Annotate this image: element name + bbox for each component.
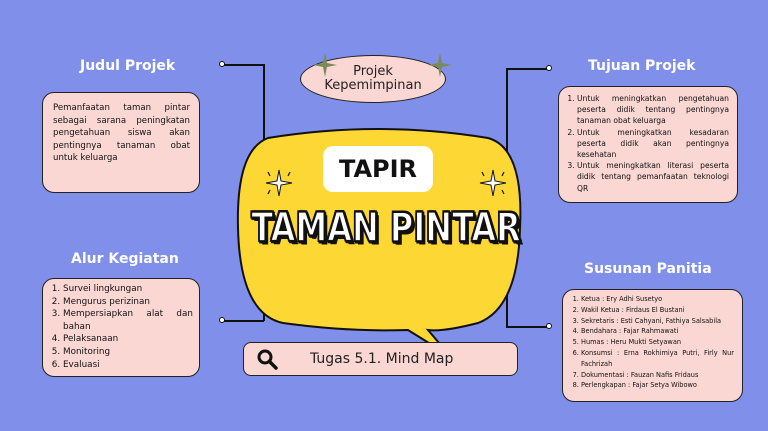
alur-list: Survei lingkungan Mengurus perizinan Mem…: [51, 283, 193, 371]
list-item: Wakil Ketua : Firdaus El Bustani: [581, 305, 734, 316]
sparkle-icon: [428, 53, 452, 77]
list-item: Evaluasi: [63, 359, 193, 372]
connector-dot-judul: [219, 61, 225, 67]
list-item: Mengurus perizinan: [63, 296, 193, 309]
speech-bubble: [236, 128, 522, 357]
list-item: Ketua : Ery Adhi Susetyo: [581, 294, 734, 305]
panitia-list: Ketua : Ery Adhi Susetyo Wakil Ketua : F…: [569, 294, 734, 391]
list-item: Dokumentasi : Fauzan Nafis Fridaus: [581, 370, 734, 381]
list-item: Humas : Heru Mukti Setyawan: [581, 337, 734, 348]
sparkle-icon: [265, 169, 293, 197]
panitia-heading: Susunan Panitia: [584, 261, 712, 277]
alur-heading: Alur Kegiatan: [71, 251, 179, 267]
tujuan-box: Untuk meningkatkan pengetahuan peserta d…: [558, 86, 738, 203]
list-item: Mempersiapkan alat dan bahan: [63, 308, 193, 333]
search-icon: [257, 349, 278, 370]
list-item: Sekretaris : Esti Cahyani, Fathiya Salsa…: [581, 316, 734, 327]
list-item: Monitoring: [63, 346, 193, 359]
list-item: Pelaksanaan: [63, 333, 193, 346]
list-item: Bendahara : Fajar Rahmawati: [581, 326, 734, 337]
list-item: Untuk meningkatkan pengetahuan peserta d…: [577, 93, 729, 127]
connector-dot-alur: [219, 317, 225, 323]
alur-box: Survei lingkungan Mengurus perizinan Mem…: [42, 278, 200, 377]
connector-alur-h: [222, 320, 264, 322]
judul-box: Pemanfaatan taman pintar sebagai sarana …: [42, 92, 200, 193]
oval-line-2: Kepemimpinan: [324, 78, 422, 93]
connector-judul-h: [222, 64, 264, 66]
panitia-box: Ketua : Ery Adhi Susetyo Wakil Ketua : F…: [562, 289, 743, 402]
judul-text: Pemanfaatan taman pintar sebagai sarana …: [53, 103, 190, 164]
list-item: Untuk meningkatkan kesadaran peserta did…: [577, 127, 729, 161]
connector-judul-v: [263, 64, 265, 144]
main-title: TAMAN PINTAR: [250, 202, 521, 251]
list-item: Untuk meningkatkan literasi peserta didi…: [577, 160, 729, 194]
connector-tujuan-h: [506, 68, 548, 70]
sparkle-icon: [313, 53, 337, 77]
list-item: Konsumsi : Erna Rokhimiya Putri, Firly N…: [581, 348, 734, 370]
mind-map-search-bar[interactable]: Tugas 5.1. Mind Map: [243, 342, 518, 376]
judul-heading: Judul Projek: [80, 58, 176, 74]
tujuan-heading: Tujuan Projek: [588, 58, 696, 74]
connector-panitia-h: [506, 326, 548, 328]
connector-panitia-v: [506, 270, 508, 327]
connector-tujuan-v: [506, 68, 508, 158]
tag-pill: TAPIR: [323, 146, 433, 192]
oval-line-1: Projek: [353, 64, 393, 79]
connector-dot-tujuan: [546, 65, 552, 71]
list-item: Perlengkapan : Fajar Setya Wibowo: [581, 380, 734, 391]
tujuan-list: Untuk meningkatkan pengetahuan peserta d…: [565, 93, 729, 194]
list-item: Survei lingkungan: [63, 283, 193, 296]
connector-dot-panitia: [546, 323, 552, 329]
sparkle-icon: [479, 169, 507, 197]
search-label: Tugas 5.1. Mind Map: [310, 351, 454, 367]
